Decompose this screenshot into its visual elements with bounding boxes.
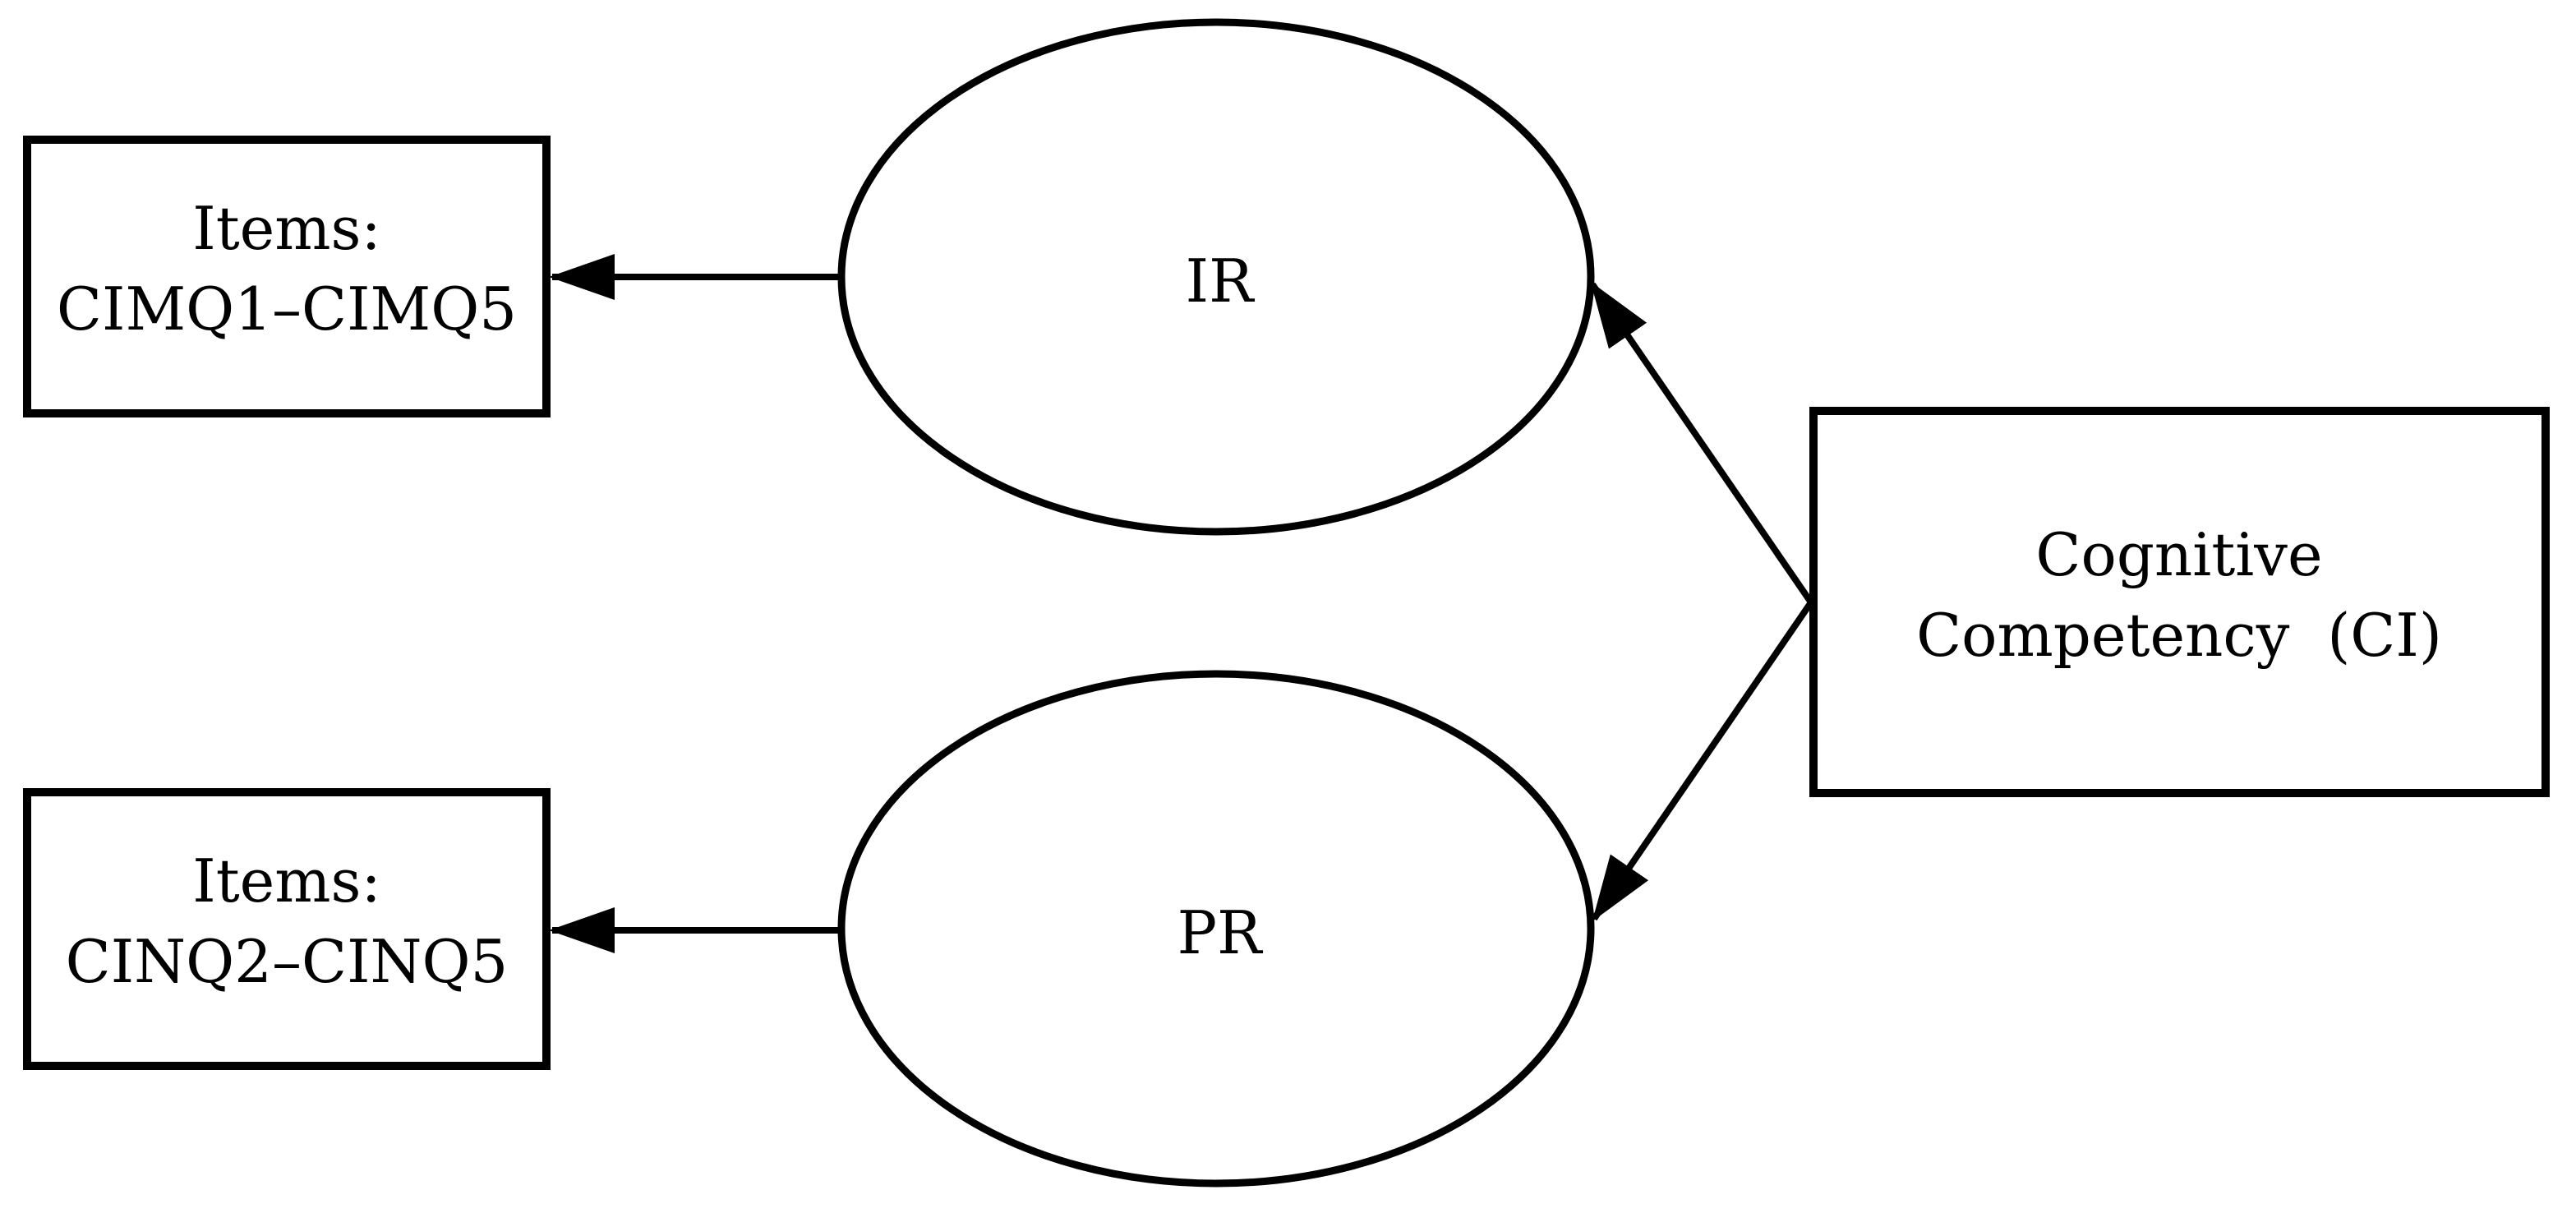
ir-ellipse [837,18,1595,536]
items-cinq-label-line2: CINQ2–CINQ5 [66,927,509,996]
cognitive-competency-box [1809,407,2550,797]
cognitive-competency-label-line2: Competency (CI) [1916,601,2442,670]
cognitive-competency-label-line1: Cognitive [2035,520,2322,589]
items-cimq-label-line2: CIMQ1–CIMQ5 [57,274,517,344]
edge-ci-to-pr [1591,600,1814,922]
items-cimq-box [23,136,551,417]
items-cinq-box [23,788,551,1070]
pr-label: PR [1177,898,1263,967]
pr-ellipse [837,670,1595,1188]
edge-ci-to-ir [1589,281,1814,605]
ir-label: IR [1186,247,1255,316]
items-cimq-label-line1: Items: [192,194,380,263]
items-cinq-label-line1: Items: [192,846,380,916]
